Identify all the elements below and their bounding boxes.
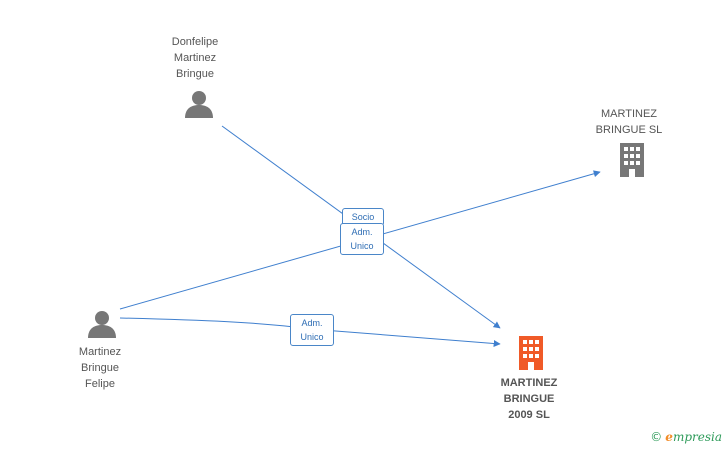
copyright-symbol: © (650, 430, 663, 444)
label-line: Martinez (173, 52, 217, 64)
brand-name-rest: mpresia (672, 430, 722, 444)
brand-watermark: ©empresia (650, 430, 722, 444)
building-icon[interactable] (616, 143, 648, 177)
label-line: Bringue (176, 68, 214, 80)
person-icon[interactable] (87, 310, 117, 338)
label-line: BRINGUE SL (595, 124, 663, 136)
edge-label-line: Unico (300, 332, 324, 342)
person-label-felipe: Martinez Bringue Felipe (45, 344, 155, 392)
label-line: MARTINEZ (500, 377, 558, 389)
building-icon-highlighted[interactable] (515, 336, 547, 370)
edge-label-adm-center[interactable]: Adm. Unico (340, 223, 384, 255)
person-label-donfelipe: Donfelipe Martinez Bringue (140, 34, 250, 82)
edge-label-line: Unico (350, 241, 374, 251)
company-label-2009: MARTINEZ BRINGUE 2009 SL (474, 375, 584, 423)
edge-label-line: Adm. (301, 318, 323, 328)
label-line: 2009 SL (508, 409, 550, 421)
person-icon[interactable] (184, 90, 214, 118)
edge-label-line: Adm. (351, 227, 373, 237)
label-line: BRINGUE (503, 393, 555, 405)
edge-label-adm-bottom[interactable]: Adm. Unico (290, 314, 334, 346)
label-line: Felipe (85, 378, 115, 390)
label-line: MARTINEZ (600, 108, 658, 120)
label-line: Martinez (78, 346, 122, 358)
company-label-bringue-sl: MARTINEZ BRINGUE SL (574, 106, 684, 138)
label-line: Donfelipe (171, 36, 219, 48)
edge-label-text: Socio (351, 212, 375, 222)
brand-first-letter: e (665, 430, 673, 444)
label-line: Bringue (81, 362, 119, 374)
